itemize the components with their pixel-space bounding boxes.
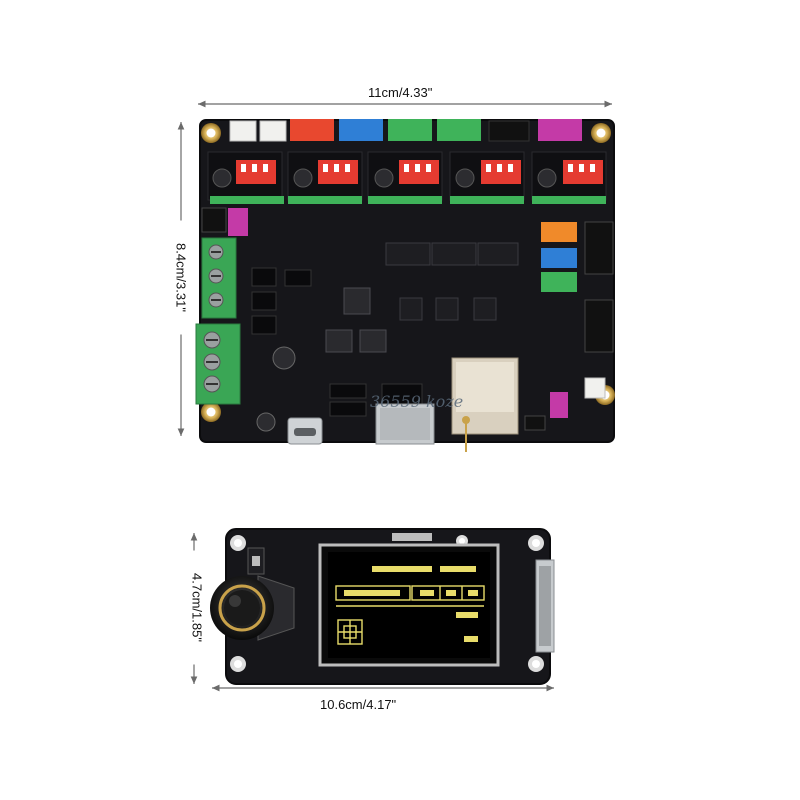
board-height-label: 8.4cm/3.31" [173,220,189,335]
controller-board [195,119,615,452]
lcd-screen [318,533,500,667]
display-mounting-holes [230,535,544,672]
watermark: 36559 koze [370,392,464,411]
power-terminal-blocks [195,207,248,405]
board-width-label: 11cm/4.33" [366,85,435,100]
display-height-label: 4.7cm/1.85" [189,550,205,665]
top-connectors [229,119,582,142]
right-connectors [524,221,614,431]
board-ports [287,403,435,445]
rotary-encoder-knob [210,575,295,641]
stepper-drivers [207,151,607,204]
board-chips [251,242,519,417]
display-width-label: 10.6cm/4.17" [318,697,399,712]
display-sd-slot [535,559,555,653]
display-module [210,528,555,685]
reset-button-component [247,547,265,575]
wifi-module [451,357,519,452]
